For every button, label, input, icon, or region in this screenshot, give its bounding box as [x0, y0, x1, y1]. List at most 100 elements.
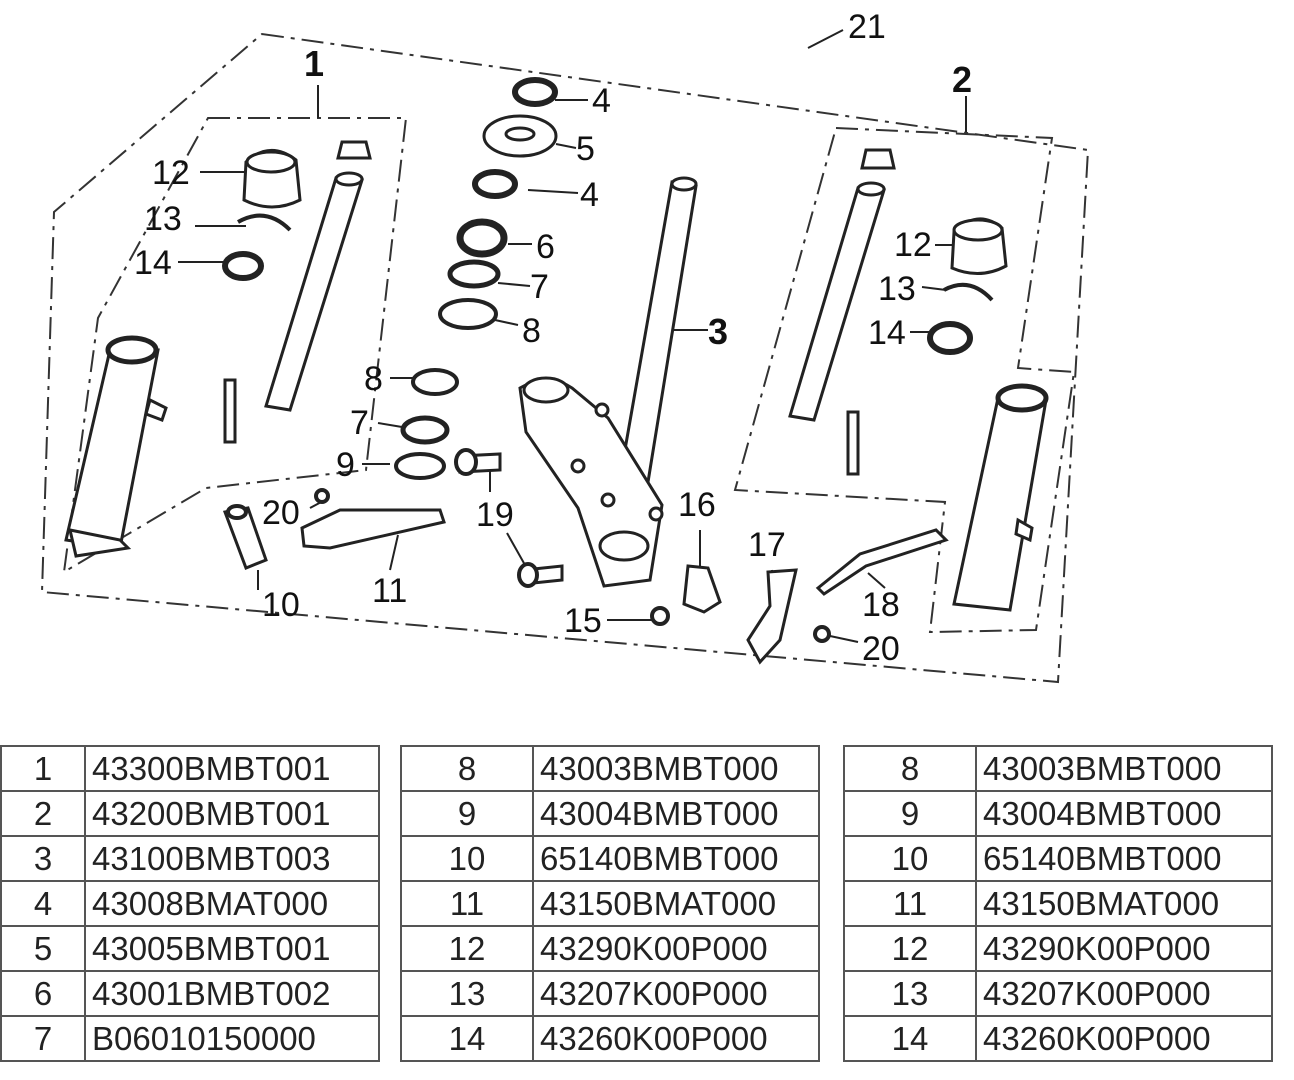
steering-stem-assembly [394, 77, 698, 626]
ref-number-cell: 9 [400, 790, 534, 837]
callout-5: 5 [576, 130, 595, 168]
ref-number-cell: 1 [0, 745, 86, 792]
callout-18: 18 [862, 586, 900, 624]
part-number-cell: 43150BMAT000 [532, 880, 820, 927]
ref-number-cell: 11 [400, 880, 534, 927]
right-fork-assembly [788, 148, 1049, 612]
ref-number-cell: 10 [843, 835, 977, 882]
callout-labels: 21 1 2 4 5 4 6 7 8 3 12 13 14 8 7 9 19 2… [134, 8, 972, 668]
left-fork-assembly [64, 140, 372, 558]
part-number-cell: 43200BMBT001 [84, 790, 380, 837]
part-number-cell: 43003BMBT000 [975, 745, 1273, 792]
part-number-cell: 43207K00P000 [975, 970, 1273, 1017]
callout-10: 10 [262, 586, 300, 624]
callout-3: 3 [708, 311, 728, 352]
ref-number-cell: 10 [400, 835, 534, 882]
ref-number-cell: 6 [0, 970, 86, 1017]
callout-8-lower: 8 [364, 360, 383, 398]
callout-13-right: 13 [878, 270, 916, 308]
ref-number-cell: 9 [843, 790, 977, 837]
callout-4-second: 4 [580, 176, 599, 214]
ref-number-cell: 12 [400, 925, 534, 972]
ref-number-cell: 2 [0, 790, 86, 837]
ref-number-cell: 8 [400, 745, 534, 792]
callout-11: 11 [372, 572, 407, 610]
ref-number-cell: 3 [0, 835, 86, 882]
ref-number-cell: 13 [843, 970, 977, 1017]
callout-20-right: 20 [862, 630, 900, 668]
part-number-cell: 43207K00P000 [532, 970, 820, 1017]
part-number-cell: 43300BMBT001 [84, 745, 380, 792]
callout-20-left: 20 [262, 494, 300, 532]
part-number-cell: 43260K00P000 [975, 1015, 1273, 1062]
part-number-cell: 43005BMBT001 [84, 925, 380, 972]
callout-21: 21 [848, 8, 886, 46]
ref-number-cell: 14 [400, 1015, 534, 1062]
part-number-cell: 43290K00P000 [975, 925, 1273, 972]
callout-12-left: 12 [152, 154, 190, 192]
part-number-cell: 65140BMBT000 [532, 835, 820, 882]
ref-number-cell: 13 [400, 970, 534, 1017]
callout-7-lower: 7 [350, 404, 369, 442]
callout-7-top: 7 [530, 268, 549, 306]
ref-number-cell: 4 [0, 880, 86, 927]
callout-15: 15 [564, 602, 602, 640]
callout-9: 9 [336, 446, 355, 484]
part-number-cell: 43003BMBT000 [532, 745, 820, 792]
exploded-parts-diagram: 21 1 2 4 5 4 6 7 8 3 12 13 14 8 7 9 19 2… [40, 8, 1090, 684]
part-number-cell: 43008BMAT000 [84, 880, 380, 927]
leader-lines [178, 29, 967, 643]
part-number-cell: 43001BMBT002 [84, 970, 380, 1017]
part-number-cell: 43290K00P000 [532, 925, 820, 972]
part-number-cell: B06010150000 [84, 1015, 380, 1062]
part-number-cell: 43004BMBT000 [975, 790, 1273, 837]
ref-number-cell: 12 [843, 925, 977, 972]
callout-14-left: 14 [134, 244, 172, 282]
callout-2: 2 [952, 59, 972, 100]
ref-number-cell: 14 [843, 1015, 977, 1062]
callout-1: 1 [304, 43, 324, 84]
part-number-cell: 43150BMAT000 [975, 880, 1273, 927]
ref-number-cell: 8 [843, 745, 977, 792]
callout-16: 16 [678, 486, 716, 524]
callout-19: 19 [476, 496, 514, 534]
callout-13-left: 13 [144, 200, 182, 238]
callout-4-top: 4 [592, 82, 611, 120]
ref-number-cell: 11 [843, 880, 977, 927]
part-number-cell: 65140BMBT000 [975, 835, 1273, 882]
hose-brackets [222, 488, 949, 665]
ref-number-cell: 5 [0, 925, 86, 972]
callout-17: 17 [748, 526, 786, 564]
callout-12-right: 12 [894, 226, 932, 264]
part-number-cell: 43004BMBT000 [532, 790, 820, 837]
callout-6: 6 [536, 228, 555, 266]
assembly-boundary [40, 32, 1090, 684]
part-number-cell: 43260K00P000 [532, 1015, 820, 1062]
ref-number-cell: 7 [0, 1015, 86, 1062]
part-number-cell: 43100BMBT003 [84, 835, 380, 882]
